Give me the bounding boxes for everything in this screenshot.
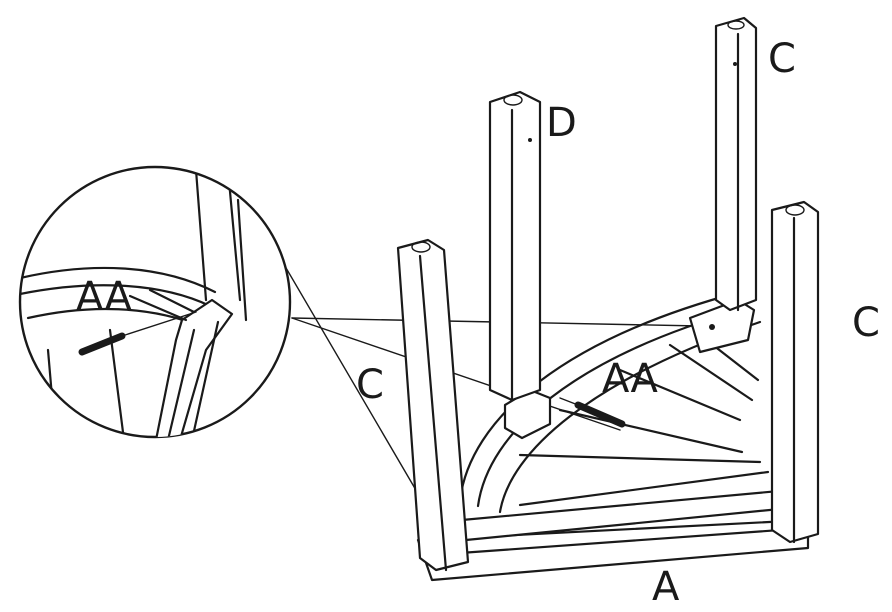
leg-part-d <box>488 90 542 402</box>
label-part-c-right: C <box>852 300 880 346</box>
label-part-d: D <box>546 100 577 146</box>
leg-part-c-left <box>396 238 470 572</box>
leg-part-c-top <box>714 16 758 312</box>
label-part-a: A <box>652 564 680 610</box>
seat-frame-part-a <box>416 290 810 582</box>
detail-callout <box>18 165 292 439</box>
label-part-c-left: C <box>356 362 384 408</box>
screw-icon <box>559 397 626 428</box>
label-screw-detail: AA <box>76 274 132 320</box>
label-screw-main: AA <box>602 356 658 402</box>
seat-slats <box>518 333 770 507</box>
leg-part-c-right <box>770 200 820 544</box>
label-part-c-top: C <box>768 36 796 82</box>
